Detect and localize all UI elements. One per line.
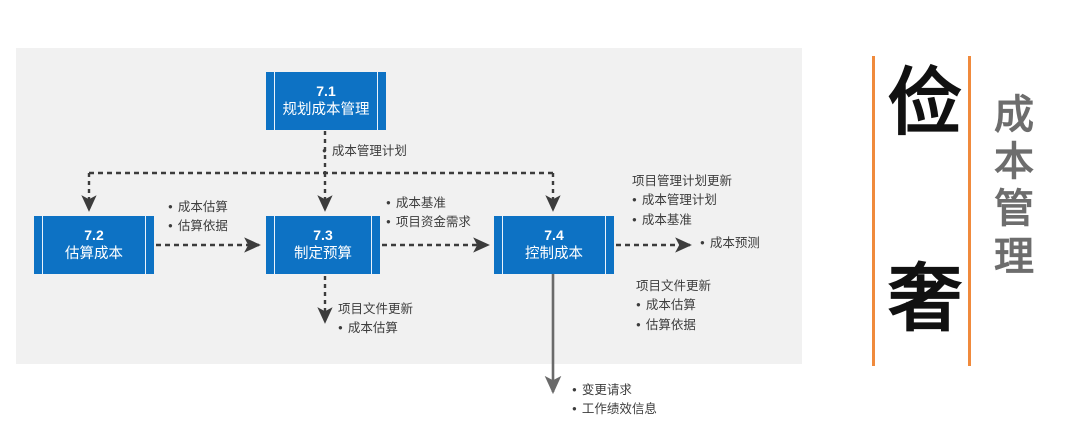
process-name: 规划成本管理 bbox=[282, 101, 370, 118]
process-number: 7.3 bbox=[313, 227, 333, 244]
process-box-7-2[interactable]: 7.2 估算成本 bbox=[34, 216, 154, 274]
process-name: 估算成本 bbox=[65, 245, 123, 262]
process-name: 控制成本 bbox=[525, 245, 583, 262]
process-name: 制定预算 bbox=[294, 245, 352, 262]
process-number: 7.4 bbox=[544, 227, 564, 244]
vertical-rule-right bbox=[968, 56, 971, 366]
annotation-cost-estimates: 成本估算 估算依据 bbox=[168, 198, 228, 237]
annotation-cost-management-plan: 成本管理计划 bbox=[322, 142, 407, 161]
annotation-cost-forecasts: 成本预测 bbox=[700, 234, 760, 253]
title-panel: 俭 奢 成 本 管 理 bbox=[862, 56, 1072, 374]
annotation-change-requests: 变更请求 工作绩效信息 bbox=[572, 381, 657, 420]
subtitle-char-3: 管 bbox=[994, 186, 1034, 233]
subtitle-cost-management: 成 本 管 理 bbox=[990, 92, 1038, 281]
big-char-lavish: 奢 bbox=[888, 256, 962, 342]
process-box-7-3[interactable]: 7.3 制定预算 bbox=[266, 216, 380, 274]
process-box-7-1[interactable]: 7.1 规划成本管理 bbox=[266, 72, 386, 130]
process-number: 7.2 bbox=[84, 227, 104, 244]
annotation-project-document-updates-2: 项目文件更新 成本估算 估算依据 bbox=[636, 277, 711, 335]
big-char-frugal: 俭 bbox=[888, 60, 962, 146]
subtitle-char-1: 成 bbox=[994, 92, 1034, 138]
vertical-rule-left bbox=[872, 56, 875, 366]
process-number: 7.1 bbox=[316, 83, 336, 100]
annotation-pm-plan-updates: 项目管理计划更新 成本管理计划 成本基准 bbox=[632, 172, 732, 230]
subtitle-char-2: 本 bbox=[994, 139, 1034, 186]
annotation-project-document-updates-1: 项目文件更新 成本估算 bbox=[338, 300, 413, 339]
subtitle-char-4: 理 bbox=[994, 233, 1034, 280]
annotation-cost-baseline: 成本基准 项目资金需求 bbox=[386, 194, 471, 233]
process-box-7-4[interactable]: 7.4 控制成本 bbox=[494, 216, 614, 274]
